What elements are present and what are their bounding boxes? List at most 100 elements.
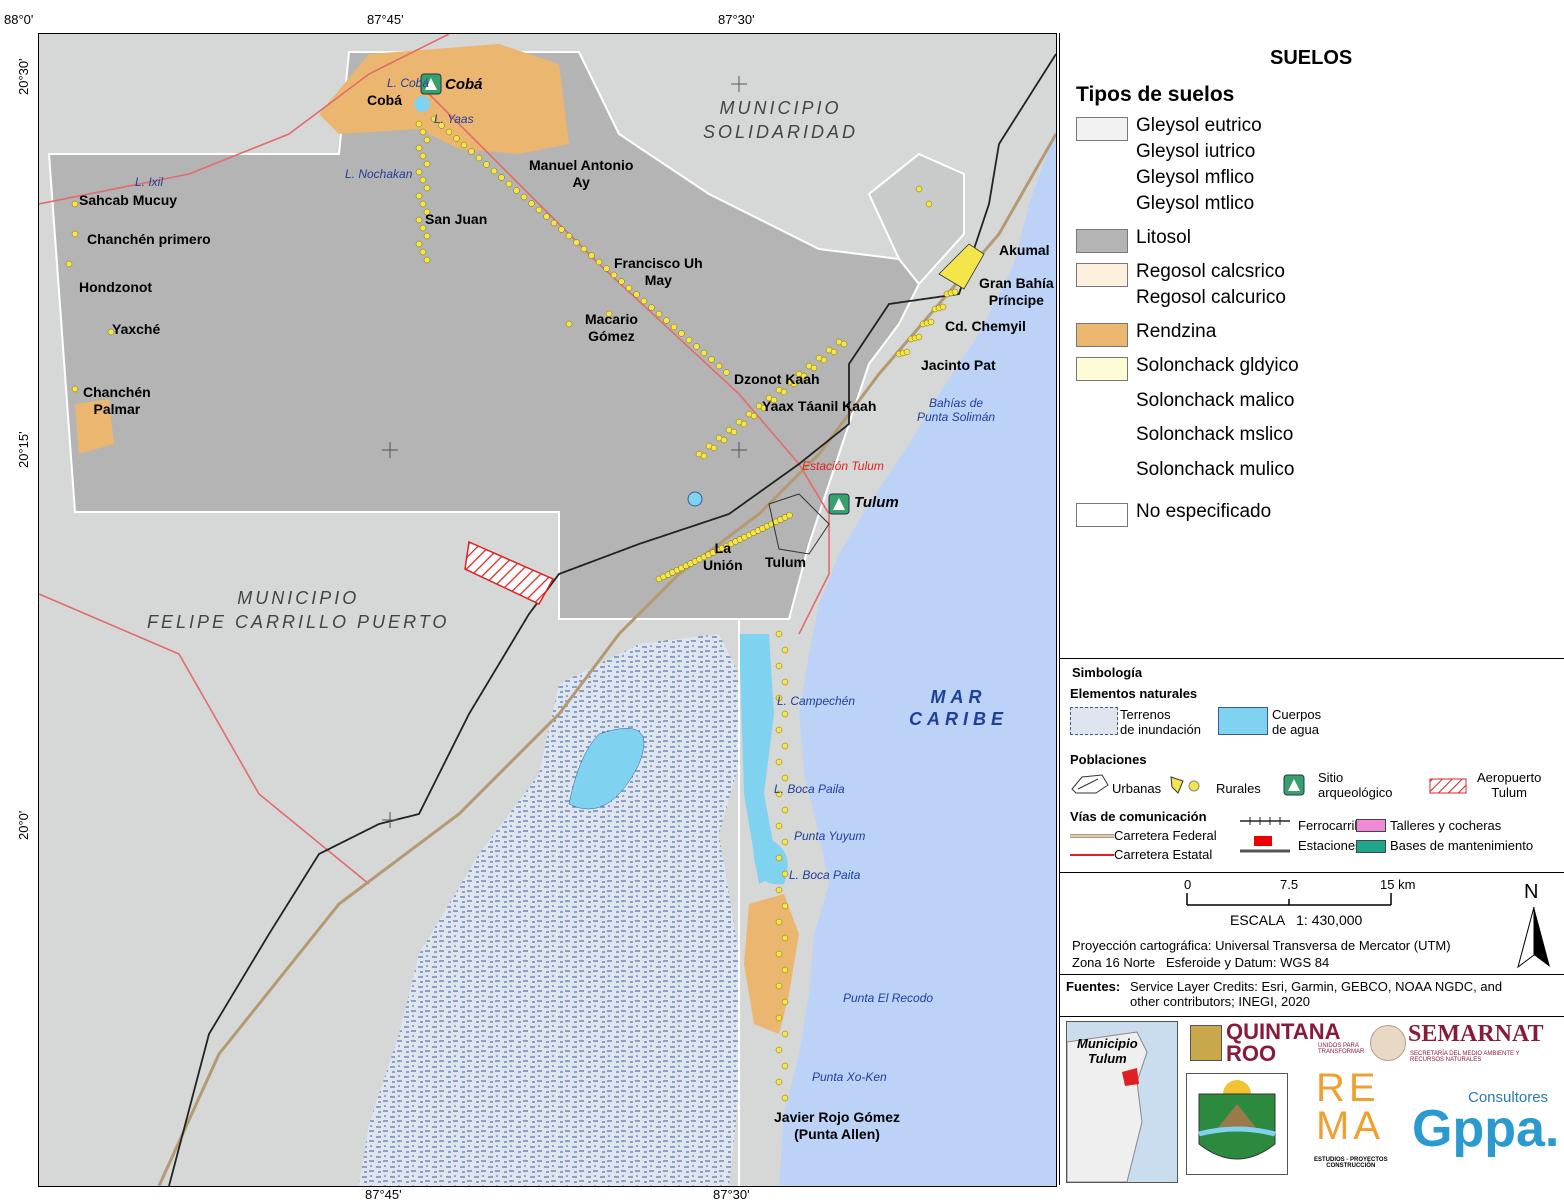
label-recodo: Punta El Recodo: [843, 991, 934, 1005]
rural-dot: [468, 148, 475, 155]
label-francisco: Francisco Uh May: [614, 255, 703, 288]
flood-swatch: [1070, 707, 1118, 735]
soil-label: Regosol calcsrico: [1136, 261, 1285, 282]
label-javier: Javier Rojo Gómez (Punta Allen): [774, 1109, 901, 1142]
label-l-nochakan: L. Nochakan: [345, 167, 413, 181]
coord-top-87-30: 87°30': [718, 12, 755, 27]
rural-dot: [490, 167, 498, 175]
grid-cross-3: [731, 442, 747, 458]
inset-map: Municipio Tulum: [1066, 1021, 1178, 1183]
rural-dot: [775, 1078, 783, 1086]
rural-dot: [925, 200, 933, 208]
scale-ratio: ESCALA 1: 430,000: [1230, 912, 1363, 928]
lake-coba: [414, 96, 430, 112]
rural-dot: [640, 297, 648, 305]
water-label: Cuerpos de agua: [1272, 707, 1322, 737]
rural-dot: [720, 436, 728, 444]
rural-dot: [65, 260, 73, 268]
rendzina-chanchen: [75, 399, 114, 454]
lagoon-campechen: [739, 634, 779, 884]
water-swatch: [1218, 707, 1268, 735]
soil-label: Solonchack mslico: [1136, 424, 1294, 445]
map-frame[interactable]: L. Cobá Cobá Cobá L. Yaas L. Nochakan L.…: [38, 33, 1057, 1187]
rural-dot: [781, 966, 789, 974]
rural-dot: [430, 115, 438, 123]
federal-road-label: Carretera Federal: [1114, 828, 1217, 843]
state-road-1: [39, 34, 450, 205]
label-yuyum: Punta Yuyum: [794, 829, 866, 843]
rural-dot: [781, 870, 789, 878]
sym-roads: Vías de comunicación: [1070, 809, 1207, 824]
rural-dot: [710, 444, 718, 452]
rural-dot: [419, 200, 427, 208]
rail-label: Ferrocarril: [1298, 818, 1358, 833]
label-l-coba: L. Cobá: [387, 76, 430, 90]
rural-dot: [625, 284, 633, 292]
rural-dot: [520, 193, 528, 201]
label-macario: Macario Gómez: [585, 311, 638, 344]
rail-icon: [1240, 817, 1290, 825]
station-icon: [1240, 836, 1290, 853]
label-estacion-tulum: Estación Tulum: [802, 459, 884, 473]
rural-dot: [781, 902, 789, 910]
rural-dot: [781, 1062, 789, 1070]
scale-box: 0 7.5 15 km ESCALA 1: 430,000 Proyección…: [1060, 873, 1564, 975]
label-yaxche: Yaxché: [112, 321, 161, 337]
rural-dot: [775, 726, 783, 734]
label-chemyil: Cd. Chemyil: [945, 318, 1026, 334]
soil-label: Solonchack gldyico: [1136, 355, 1299, 376]
rural-dot: [415, 168, 423, 176]
rural-dot: [513, 187, 520, 194]
rural-dot: [740, 420, 748, 428]
rural-dot: [423, 256, 431, 264]
coat-of-arms-icon: [1198, 1080, 1276, 1160]
airport-icon: [1429, 778, 1467, 794]
rural-dot: [71, 200, 79, 208]
scale-tick-0: 0: [1184, 877, 1192, 892]
rural-dot: [573, 239, 580, 246]
state-road-icon: [1070, 854, 1114, 856]
soil-label: Litosol: [1136, 227, 1191, 248]
rural-dot: [419, 128, 427, 136]
semarnat-tagline: SECRETARÍA DEL MEDIO AMBIENTE Y RECURSOS…: [1410, 1051, 1520, 1063]
label-mun-solidaridad: MUNICIPIO SOLIDARIDAD: [703, 98, 859, 142]
label-akumal: Akumal: [999, 242, 1050, 258]
rural-dot: [505, 180, 513, 188]
gppa-small: Consultores: [1468, 1089, 1549, 1106]
rural-dot: [715, 362, 723, 370]
rural-dot: [775, 1046, 783, 1054]
rural-icon: [1170, 776, 1200, 794]
soil-swatch-4: [1076, 357, 1128, 381]
logos-box: Municipio Tulum QUINTANA ROO UNIDOS PARA…: [1060, 1017, 1564, 1185]
soil-label: Gleysol mtlico: [1136, 193, 1255, 214]
rural-dot: [419, 248, 427, 256]
rural-dot: [700, 452, 708, 460]
label-jacinto: Jacinto Pat: [921, 357, 996, 373]
urban-label: Urbanas: [1112, 781, 1162, 796]
rural-dot: [781, 838, 789, 846]
rural-dot: [730, 428, 738, 436]
soil-swatch-3: [1076, 323, 1128, 347]
railway: [168, 53, 1056, 1186]
label-tulum-town: Tulum: [765, 554, 806, 570]
rural-dot: [915, 185, 923, 193]
rema-tagline: ESTUDIOS - PROYECTOS CONSTRUCCIÓN: [1314, 1157, 1388, 1169]
grid-cross-1: [731, 76, 747, 92]
urban-tulum: [768, 493, 830, 555]
projection-text: Proyección cartográfica: Universal Trans…: [1072, 938, 1451, 953]
rural-dot: [445, 128, 453, 136]
map-canvas[interactable]: [39, 34, 1056, 1186]
urban-akumal: [938, 243, 985, 290]
rural-dot: [781, 1030, 789, 1038]
label-bahias: Bahías de Punta Solimán: [917, 396, 996, 424]
zone-text: Zona 16 Norte Esferoide y Datum: WGS 84: [1072, 955, 1330, 970]
litosol-area: [47, 51, 921, 620]
qroo-tagline: UNIDOS PARA TRANSFORMAR: [1318, 1043, 1365, 1055]
rural-dot: [558, 226, 565, 233]
rural-dot: [775, 1014, 783, 1022]
rural-dot: [415, 144, 423, 152]
semarnat-logo: SEMARNAT: [1408, 1021, 1544, 1047]
site-tulum: [828, 493, 850, 515]
rendzina-coba: [319, 44, 569, 154]
state-road-label: Carretera Estatal: [1114, 847, 1213, 862]
